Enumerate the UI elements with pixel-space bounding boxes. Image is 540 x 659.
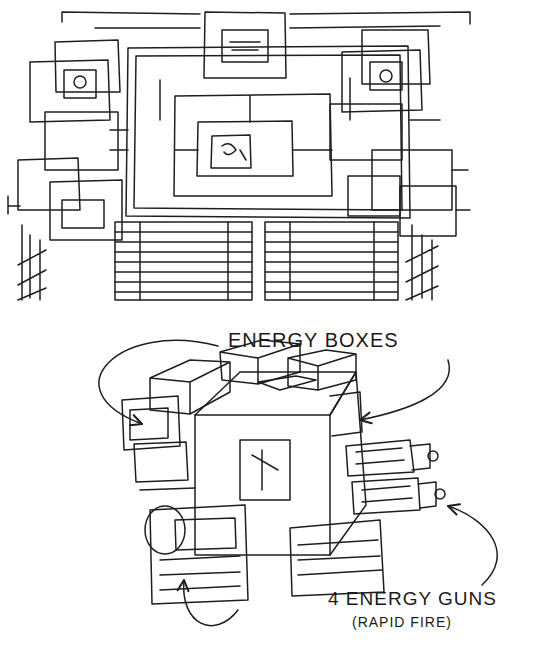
- top-view: [8, 12, 470, 300]
- perspective-view: [99, 340, 497, 626]
- callout-label: ENERGY BOXES: [226, 328, 401, 352]
- callout-note: (RAPID FIRE): [350, 614, 454, 631]
- callout-label: 4 ENERGY GUNS: [326, 588, 499, 611]
